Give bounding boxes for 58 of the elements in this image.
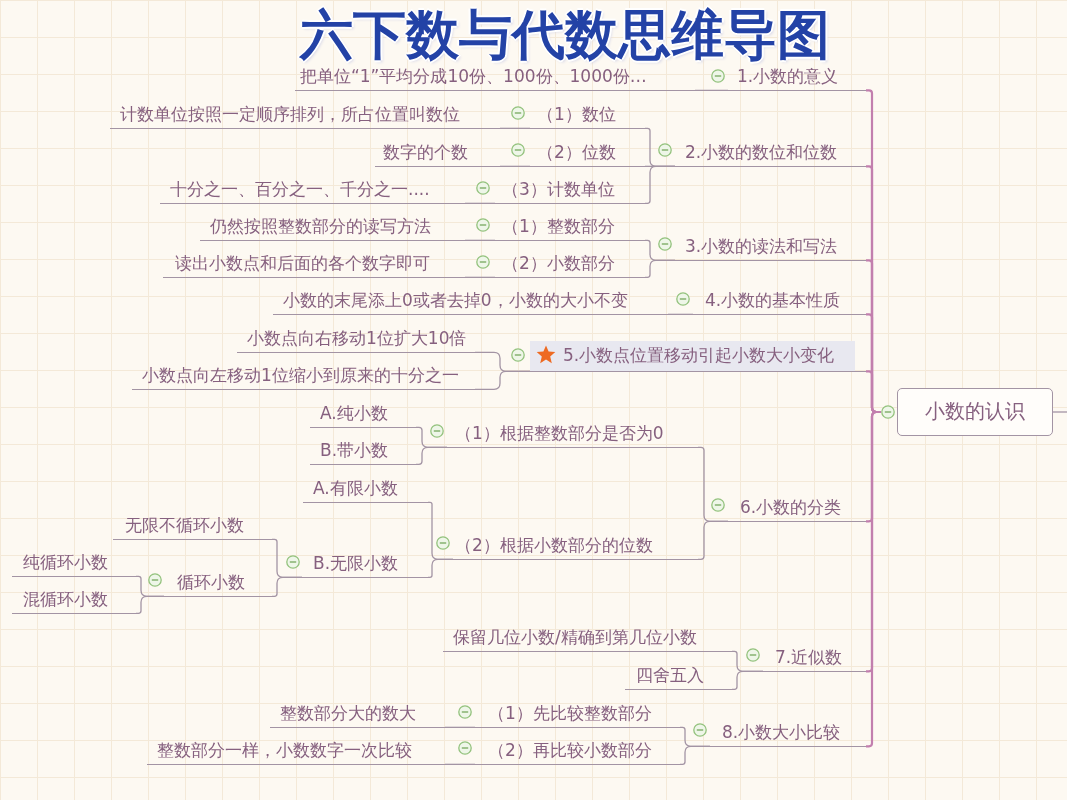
main-topic: 1.小数的意义 xyxy=(728,63,866,91)
subtopic: B.无限小数 xyxy=(302,550,428,578)
subtopic: （3）计数单位 xyxy=(495,176,645,204)
connector-line xyxy=(667,313,694,315)
subtopic: （1）根据整数部分是否为0 xyxy=(447,420,698,448)
main-topic: 2.小数的数位和位数 xyxy=(675,139,866,167)
detail-text: 十分之一、百分之一、千分之一.... xyxy=(160,176,465,204)
subtopic: （1）数位 xyxy=(530,101,645,129)
main-topic: 6.小数的分类 xyxy=(728,494,866,522)
detail-text: A.有限小数 xyxy=(303,475,428,503)
subtopic: （2）小数部分 xyxy=(495,250,645,278)
connector-line xyxy=(731,670,764,690)
detail-text: 小数点向左移动1位缩小到原来的十分之一 xyxy=(132,362,475,390)
main-topic: 5.小数点位置移动引起小数大小变化 xyxy=(530,341,866,372)
detail-text: 纯循环小数 xyxy=(12,549,136,577)
detail-text: 整数部分大的数大 xyxy=(270,700,445,728)
detail-text: 读出小数点和后面的各个数字即可 xyxy=(163,250,465,278)
detail-text: 仍然按照整数部分的读写方法 xyxy=(200,213,465,241)
detail-text: 混循环小数 xyxy=(12,586,136,614)
connector-line xyxy=(135,595,165,614)
subtopic: （1）先比较整数部分 xyxy=(475,700,680,728)
central-topic-box: 小数的认识 xyxy=(897,388,1053,436)
connector-line xyxy=(1052,411,1067,413)
connector-line xyxy=(694,89,729,91)
main-topic: 3.小数的读法和写法 xyxy=(675,233,866,261)
detail-text: 小数的末尾添上0或者去掉0，小数的大小不变 xyxy=(273,287,668,315)
subtopic: （1）整数部分 xyxy=(495,213,645,241)
connector-line xyxy=(499,165,531,167)
connector-line xyxy=(644,165,676,204)
connector-line xyxy=(464,276,496,278)
detail-text: 小数点向右移动1位扩大10倍 xyxy=(237,325,475,353)
detail-text: 无限不循环小数 xyxy=(113,512,272,540)
connector-line xyxy=(415,446,448,465)
detail-text: 把单位“1”平均分成10份、100份、1000份… xyxy=(295,63,695,91)
detail-text: 数字的个数 xyxy=(375,139,500,167)
detail-text: 整数部分一样，小数数字一次比较 xyxy=(147,737,445,765)
connector-line xyxy=(474,370,531,390)
connector-line xyxy=(499,127,531,129)
detail-text: B.带小数 xyxy=(310,437,416,465)
subtopic: （2）位数 xyxy=(530,139,645,167)
connector-line xyxy=(427,558,454,578)
main-topic: 7.近似数 xyxy=(763,644,866,672)
connector-line xyxy=(444,726,476,728)
connector-line xyxy=(464,202,496,204)
main-topic: 4.小数的基本性质 xyxy=(693,287,866,315)
detail-text: A.纯小数 xyxy=(310,400,416,428)
subtopic: （2）根据小数部分的位数 xyxy=(453,532,698,560)
connector-line xyxy=(644,259,676,278)
subtopic: 循环小数 xyxy=(164,569,272,597)
connector-line xyxy=(464,239,496,241)
connector-line xyxy=(444,763,476,765)
connector-line xyxy=(271,576,303,597)
main-topic: 8.小数大小比较 xyxy=(710,719,866,747)
detail-text: 计数单位按照一定顺序排列，所占位置叫数位 xyxy=(110,101,500,129)
subtopic: （2）再比较小数部分 xyxy=(475,737,680,765)
detail-text: 四舍五入 xyxy=(625,662,732,690)
connector-line xyxy=(679,745,711,765)
detail-text: 保留几位小数/精确到第几位小数 xyxy=(443,624,732,652)
